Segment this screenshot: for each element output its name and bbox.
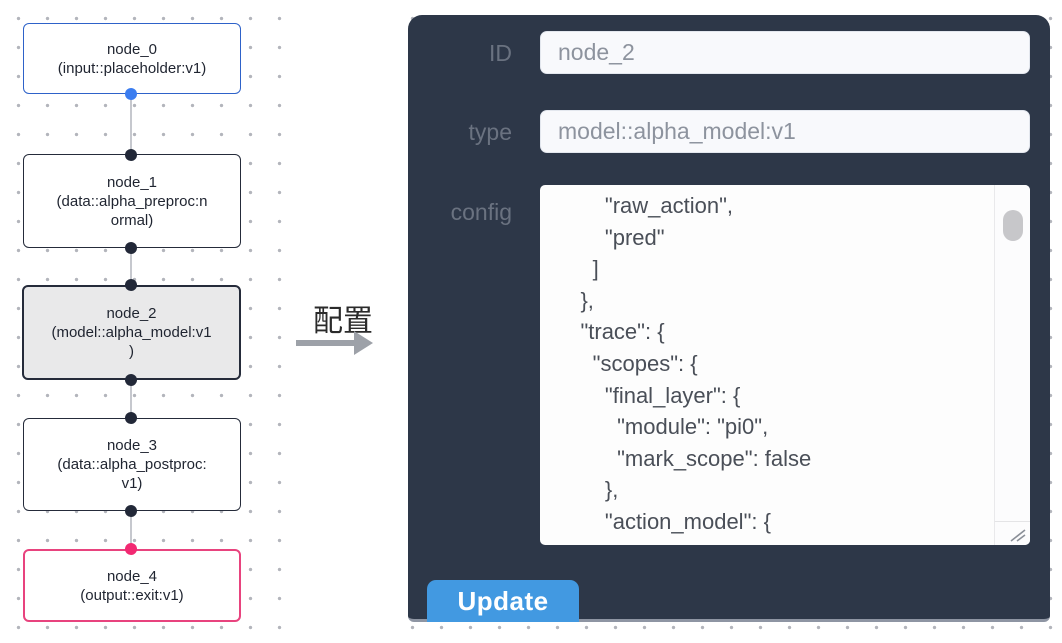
node2-input-port[interactable]: [125, 279, 137, 291]
configure-annotation-label: 配置: [313, 305, 373, 338]
graph-node-postproc[interactable]: node_3 (data::alpha_postproc: v1): [23, 418, 241, 511]
config-json-textarea[interactable]: "raw_action", "pred" ] }, "trace": { "sc…: [540, 185, 1030, 545]
config-field-label: config: [450, 199, 512, 225]
edge-node0-node1: [130, 94, 132, 155]
config-json-text: "raw_action", "pred" ] }, "trace": { "sc…: [580, 193, 812, 534]
right-arrow-icon: [296, 340, 356, 346]
type-input[interactable]: [540, 110, 1030, 153]
node0-output-port[interactable]: [125, 88, 137, 100]
node3-input-port[interactable]: [125, 412, 137, 424]
node4-input-port[interactable]: [125, 543, 137, 555]
id-field-label: ID: [489, 40, 512, 66]
right-arrow-head-icon: [354, 331, 373, 355]
edge-node3-node4: [130, 511, 132, 550]
node1-input-port[interactable]: [125, 149, 137, 161]
node2-output-port[interactable]: [125, 374, 137, 386]
edge-node2-node3: [130, 379, 132, 419]
node1-output-port[interactable]: [125, 242, 137, 254]
update-button[interactable]: Update: [427, 580, 579, 622]
graph-node-input[interactable]: node_0 (input::placeholder:v1): [23, 23, 241, 94]
node3-output-port[interactable]: [125, 505, 137, 517]
type-field-label: type: [468, 119, 512, 145]
graph-node-preproc[interactable]: node_1 (data::alpha_preproc:n ormal): [23, 154, 241, 248]
edge-node1-node2: [130, 248, 132, 286]
resize-grip-icon: [1010, 529, 1026, 542]
config-scrollbar-thumb[interactable]: [1003, 210, 1023, 241]
config-scrollbar-track[interactable]: [994, 185, 1030, 521]
id-input[interactable]: [540, 31, 1030, 74]
graph-node-output[interactable]: node_4 (output::exit:v1): [23, 549, 241, 622]
textarea-resize-handle[interactable]: [994, 521, 1030, 545]
graph-canvas[interactable]: node_0 (input::placeholder:v1) node_1 (d…: [0, 0, 292, 643]
graph-node-model-selected[interactable]: node_2 (model::alpha_model:v1 ): [22, 285, 241, 380]
